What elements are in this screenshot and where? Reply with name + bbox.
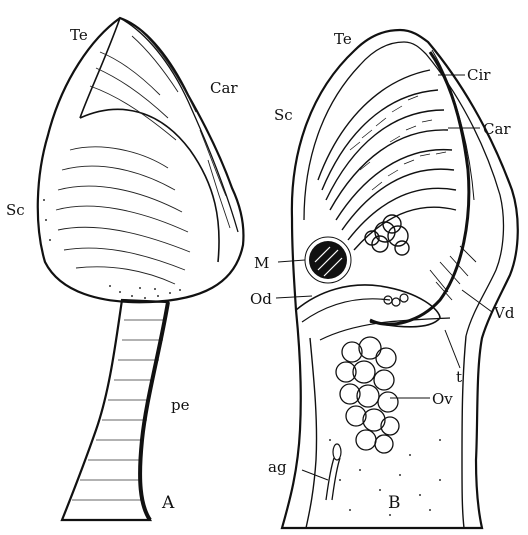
label-b-te: Te <box>334 30 352 48</box>
label-b-ag: ag <box>268 458 287 476</box>
oviduct <box>296 285 440 327</box>
label-b-t: t <box>456 368 462 386</box>
figure-b-section-view <box>276 30 518 528</box>
stalk-stipple <box>329 439 441 516</box>
label-b-m: M <box>254 254 269 272</box>
label-b-cir: Cir <box>467 66 491 84</box>
label-b-sc: Sc <box>274 106 293 124</box>
panel-label-a: A <box>161 493 175 513</box>
label-b-vd: Vd <box>493 304 515 322</box>
ovary-mass <box>336 337 399 453</box>
section-outer-outline <box>282 30 518 528</box>
peduncle-outline <box>62 300 168 520</box>
peduncle-rings <box>72 320 166 500</box>
label-a-car: Car <box>210 79 238 97</box>
label-b-ov: Ov <box>432 390 453 408</box>
label-b-car: Car <box>483 120 511 138</box>
label-a-sc: Sc <box>6 201 25 219</box>
growth-lines <box>56 30 230 284</box>
panel-label-b: B <box>388 493 401 513</box>
label-a-pe: pe <box>171 396 190 414</box>
label-a-te: Te <box>70 26 88 44</box>
testis-branches <box>430 246 476 300</box>
label-b-od: Od <box>250 290 272 308</box>
cirri <box>318 70 456 250</box>
